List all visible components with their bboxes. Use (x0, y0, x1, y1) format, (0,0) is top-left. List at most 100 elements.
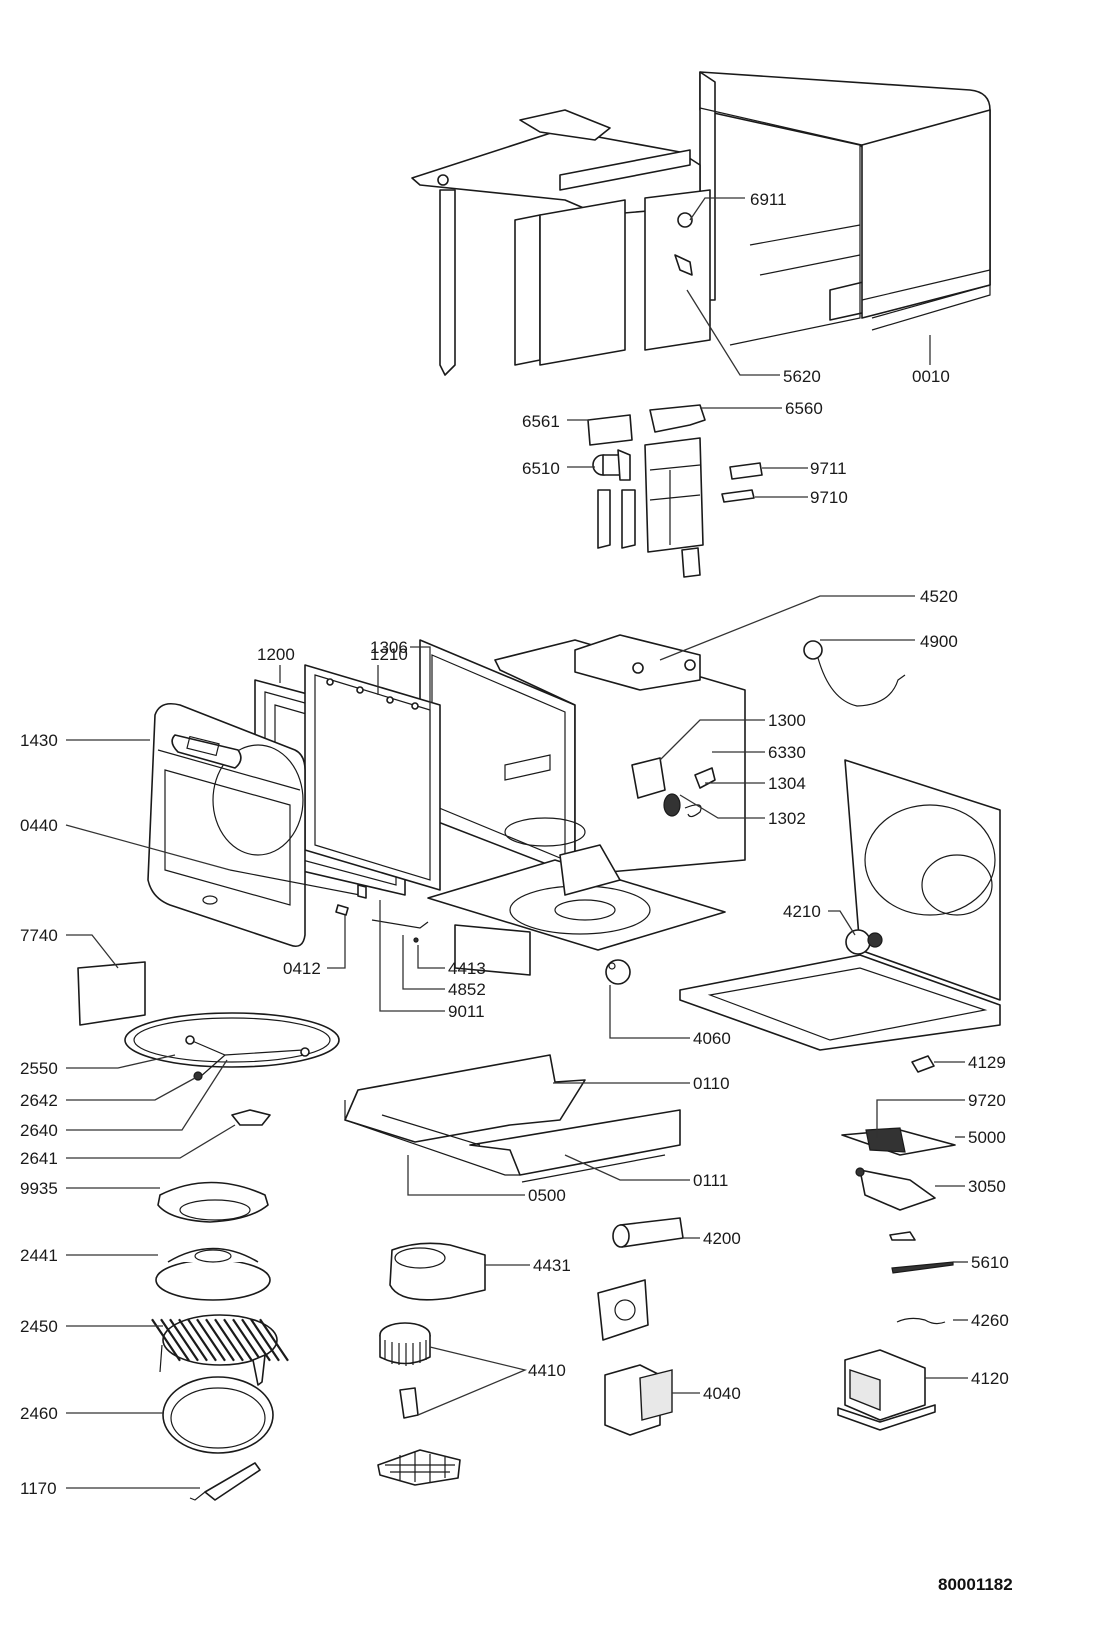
part-label-9011: 9011 (448, 1002, 485, 1021)
part-label-2642: 2642 (20, 1091, 58, 1110)
grill-rack-bar (169, 1318, 199, 1362)
part-label-1304: 1304 (768, 774, 806, 793)
grill-rack-bar (205, 1318, 235, 1362)
magnetron-part (604, 1364, 673, 1436)
part-label-1170: 1170 (20, 1479, 57, 1498)
grill-rack-part (151, 1314, 289, 1386)
turntable-ring-part (124, 1012, 340, 1068)
thermal-cutout-part (803, 640, 906, 707)
part-label-4200: 4200 (703, 1229, 741, 1248)
door-hinge-parts (335, 884, 429, 943)
part-label-2441: 2441 (20, 1246, 58, 1265)
transformer-part (837, 1349, 936, 1431)
part-label-4060: 4060 (693, 1029, 731, 1048)
part-label-6911: 6911 (750, 190, 787, 209)
part-label-2550: 2550 (20, 1059, 58, 1078)
part-label-0110: 0110 (693, 1074, 730, 1093)
waveguide-cover-part (77, 961, 146, 1026)
magnetron-mount-part (597, 1279, 649, 1341)
mesh-grid-part (377, 1449, 461, 1486)
handle-tongs-part (189, 1462, 261, 1501)
grill-rack-bar (187, 1318, 217, 1362)
roller-support-part (185, 1035, 310, 1081)
grill-rack-bar (241, 1318, 271, 1362)
part-label-4129: 4129 (968, 1053, 1006, 1072)
part-label-6330: 6330 (768, 743, 806, 762)
part-label-2641: 2641 (20, 1149, 58, 1168)
lamp-and-fuse-cluster (587, 404, 763, 578)
part-label-0412: 0412 (283, 959, 321, 978)
wire-harness-part (896, 1317, 946, 1325)
top-chassis-part (411, 109, 711, 376)
fan-wheel-part (379, 1322, 431, 1366)
grill-rack-bar (259, 1318, 289, 1362)
small-switch-part (889, 1231, 916, 1241)
grill-rack-bar (160, 1318, 190, 1362)
part-label-9935: 9935 (20, 1179, 58, 1198)
part-label-6560: 6560 (785, 399, 823, 418)
part-label-4900: 4900 (920, 632, 958, 651)
door-latch-rod (229, 869, 361, 896)
part-label-1306: 1306 (370, 638, 408, 657)
timer-module-part (855, 1167, 936, 1211)
part-label-1300: 1300 (768, 711, 806, 730)
interlock-switch-cluster (631, 757, 716, 818)
part-label-2640: 2640 (20, 1121, 58, 1140)
part-label-9711: 9711 (810, 459, 847, 478)
part-label-0440: 0440 (20, 816, 58, 835)
part-label-4852: 4852 (448, 980, 486, 999)
part-label-1302: 1302 (768, 809, 806, 828)
part-label-1200: 1200 (257, 645, 295, 664)
part-label-2460: 2460 (20, 1404, 58, 1423)
part-label-7740: 7740 (20, 926, 58, 945)
part-label-9710: 9710 (810, 488, 848, 507)
capacitor-part (612, 1217, 684, 1248)
part-label-2450: 2450 (20, 1317, 58, 1336)
oven-cavity-part (419, 634, 746, 976)
grill-rack-bar (232, 1318, 262, 1362)
grill-rack-bar (178, 1318, 208, 1362)
part-label-4260: 4260 (971, 1311, 1009, 1330)
leader-lines (65, 197, 968, 1489)
relay-block-part (911, 1055, 935, 1073)
part-label-4431: 4431 (533, 1256, 571, 1275)
part-label-5620: 5620 (783, 367, 821, 386)
part-label-4210: 4210 (783, 902, 821, 921)
grill-rack-bar (196, 1318, 226, 1362)
part-label-5000: 5000 (968, 1128, 1006, 1147)
base-tray-part (344, 1054, 681, 1183)
crisp-pan-part (162, 1376, 274, 1454)
part-label-1430: 1430 (20, 731, 58, 750)
part-label-4410: 4410 (528, 1361, 566, 1380)
door-choke-1210 (304, 664, 441, 891)
fan-motor-part (399, 1387, 419, 1419)
document-number: 80001182 (938, 1575, 1013, 1594)
part-label-6561: 6561 (522, 412, 560, 431)
steam-dish-part (155, 1247, 271, 1301)
part-label-0500: 0500 (528, 1186, 566, 1205)
grill-rack-bar (223, 1318, 253, 1362)
part-label-4040: 4040 (703, 1384, 741, 1403)
part-labels: 6911 5620 0010 6561 6560 6510 9711 9710 … (20, 190, 1013, 1594)
part-label-0111: 0111 (693, 1171, 728, 1190)
part-label-4413: 4413 (448, 959, 486, 978)
rear-base-plate (679, 759, 1001, 1051)
grill-rack-bar (214, 1318, 244, 1362)
grill-rack-bar (250, 1318, 280, 1362)
part-label-1210: 1210 (370, 645, 408, 664)
door-front-panel-1430 (147, 702, 306, 948)
fan-housing-part (389, 1242, 486, 1301)
sensor-part (891, 1261, 954, 1274)
control-board-part (841, 1127, 956, 1156)
part-label-4120: 4120 (971, 1369, 1009, 1388)
outer-casing-part (699, 71, 991, 346)
part-label-6510: 6510 (522, 459, 560, 478)
part-label-5610: 5610 (971, 1253, 1009, 1272)
part-label-0010: 0010 (912, 367, 950, 386)
turntable-motor-part (605, 959, 631, 985)
part-label-9720: 9720 (968, 1091, 1006, 1110)
part-label-4520: 4520 (920, 587, 958, 606)
coupler-part (231, 1109, 271, 1126)
part-label-3050: 3050 (968, 1177, 1006, 1196)
